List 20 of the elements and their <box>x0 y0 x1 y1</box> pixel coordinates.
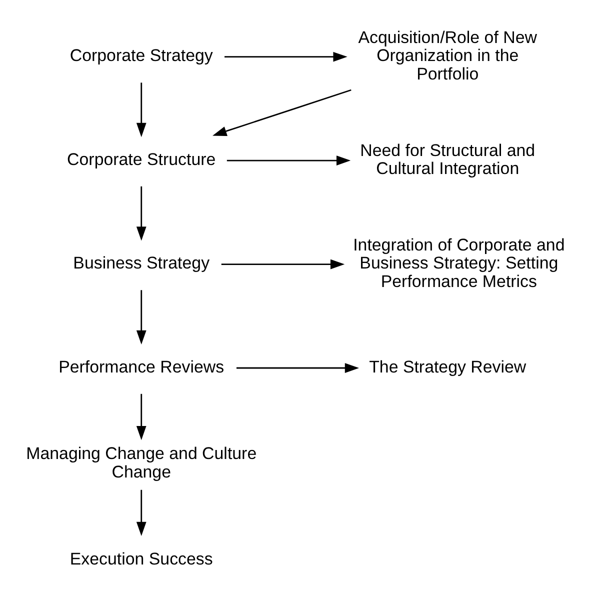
node-text: Execution Success <box>70 548 213 568</box>
node-text: Integration of Corporate and Business Strategy: Setting Performance Metrics <box>353 234 565 290</box>
node-text: Business Strategy <box>73 253 210 272</box>
arrow <box>136 290 146 344</box>
arrow <box>221 258 345 269</box>
node-text: Corporate Strategy <box>70 46 213 65</box>
arrow <box>136 393 146 440</box>
node-text: Performance Reviews <box>58 356 224 376</box>
arrow <box>136 82 146 137</box>
node-text: Managing Change and Culture Change <box>26 444 257 482</box>
arrow <box>212 88 352 136</box>
node-text: Need for Structural and Cultural Integration <box>360 140 536 178</box>
node-text: Corporate Structure <box>67 149 216 168</box>
arrow <box>236 362 360 372</box>
node-text: Acquisition/Role of New Organization in the Portfolio <box>358 27 537 84</box>
arrow <box>136 186 146 240</box>
node-text: The Strategy Review <box>369 356 526 376</box>
arrow <box>136 489 146 536</box>
arrow <box>226 155 351 165</box>
arrow <box>224 51 348 62</box>
